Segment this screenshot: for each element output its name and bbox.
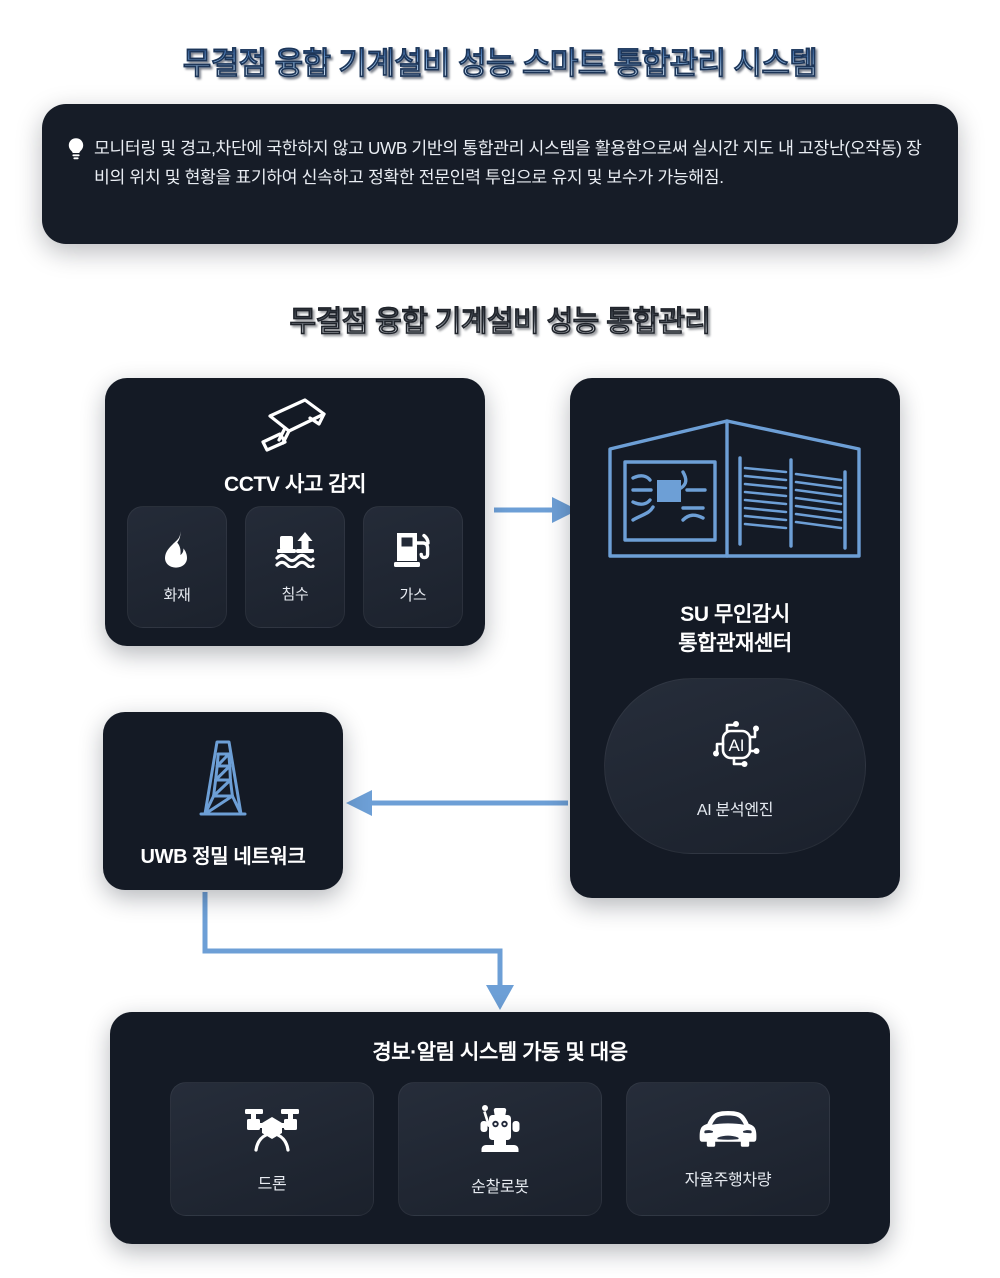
svg-text:AI: AI (728, 736, 744, 755)
tile-autonomous-car[interactable]: 자율주행차량 (626, 1082, 830, 1216)
section-title: 무결점 융합 기계설비 성능 통합관리 (0, 298, 1000, 340)
control-center-title-line2: 통합관재센터 (678, 632, 792, 655)
tile-flood[interactable]: 침수 (245, 506, 345, 628)
gas-pump-icon (393, 529, 433, 574)
tile-label-drone: 드론 (257, 1175, 287, 1193)
tile-label-flood: 침수 (281, 586, 309, 603)
tile-label-fire: 화재 (163, 587, 191, 604)
response-tile-row: 드론 (110, 1082, 890, 1216)
ai-engine-pill[interactable]: AI AI 분석엔진 (604, 678, 866, 854)
card-title-cctv: CCTV 사고 감지 (223, 473, 367, 496)
tile-fire[interactable]: 화재 (127, 506, 227, 628)
lightbulb-icon (64, 136, 88, 162)
control-center-title-line1: SU 무인감시 (680, 603, 790, 626)
cctv-camera-icon (105, 394, 485, 463)
card-title-uwb: UWB 정밀 네트워크 (140, 846, 306, 868)
card-alert-response[interactable]: 경보·알림 시스템 가동 및 대응 (110, 1012, 890, 1244)
card-cctv-detection[interactable]: CCTV 사고 감지 화재 (105, 378, 485, 646)
card-control-center[interactable]: SU 무인감시 통합관재센터 (570, 378, 900, 898)
ai-chip-icon: AI (703, 713, 767, 782)
patrol-robot-icon (474, 1102, 526, 1161)
description-text: 모니터링 및 경고,차단에 국한하지 않고 UWB 기반의 통합관리 시스템을 … (94, 138, 922, 187)
card-uwb-network[interactable]: UWB 정밀 네트워크 (103, 712, 343, 890)
connector-center-to-uwb (346, 790, 568, 816)
tile-label-patrol-robot: 순찰로봇 (471, 1178, 529, 1196)
connector-cctv-to-center (494, 497, 578, 523)
cctv-tile-row: 화재 (105, 506, 485, 628)
ai-engine-label: AI 분석엔진 (696, 801, 774, 819)
fire-icon (158, 529, 196, 574)
antenna-tower-icon (103, 734, 343, 831)
drone-icon (243, 1105, 301, 1158)
card-title-control-center: SU 무인감시 통합관재센터 (570, 600, 900, 658)
tile-label-gas: 가스 (399, 587, 427, 604)
tile-gas[interactable]: 가스 (363, 506, 463, 628)
description-banner: 모니터링 및 경고,차단에 국한하지 않고 UWB 기반의 통합관리 시스템을 … (42, 104, 958, 244)
page-title: 무결점 융합 기계설비 성능 스마트 통합관리 시스템 (0, 38, 1000, 83)
flood-icon (274, 530, 316, 573)
tile-label-autonomous-car: 자율주행차량 (684, 1171, 772, 1189)
autonomous-car-icon (697, 1109, 759, 1154)
tile-drone[interactable]: 드론 (170, 1082, 374, 1216)
facility-building-icon (570, 416, 900, 573)
tile-patrol-robot[interactable]: 순찰로봇 (398, 1082, 602, 1216)
card-title-response: 경보·알림 시스템 가동 및 대응 (372, 1041, 628, 1064)
connector-uwb-to-response (202, 892, 514, 1010)
